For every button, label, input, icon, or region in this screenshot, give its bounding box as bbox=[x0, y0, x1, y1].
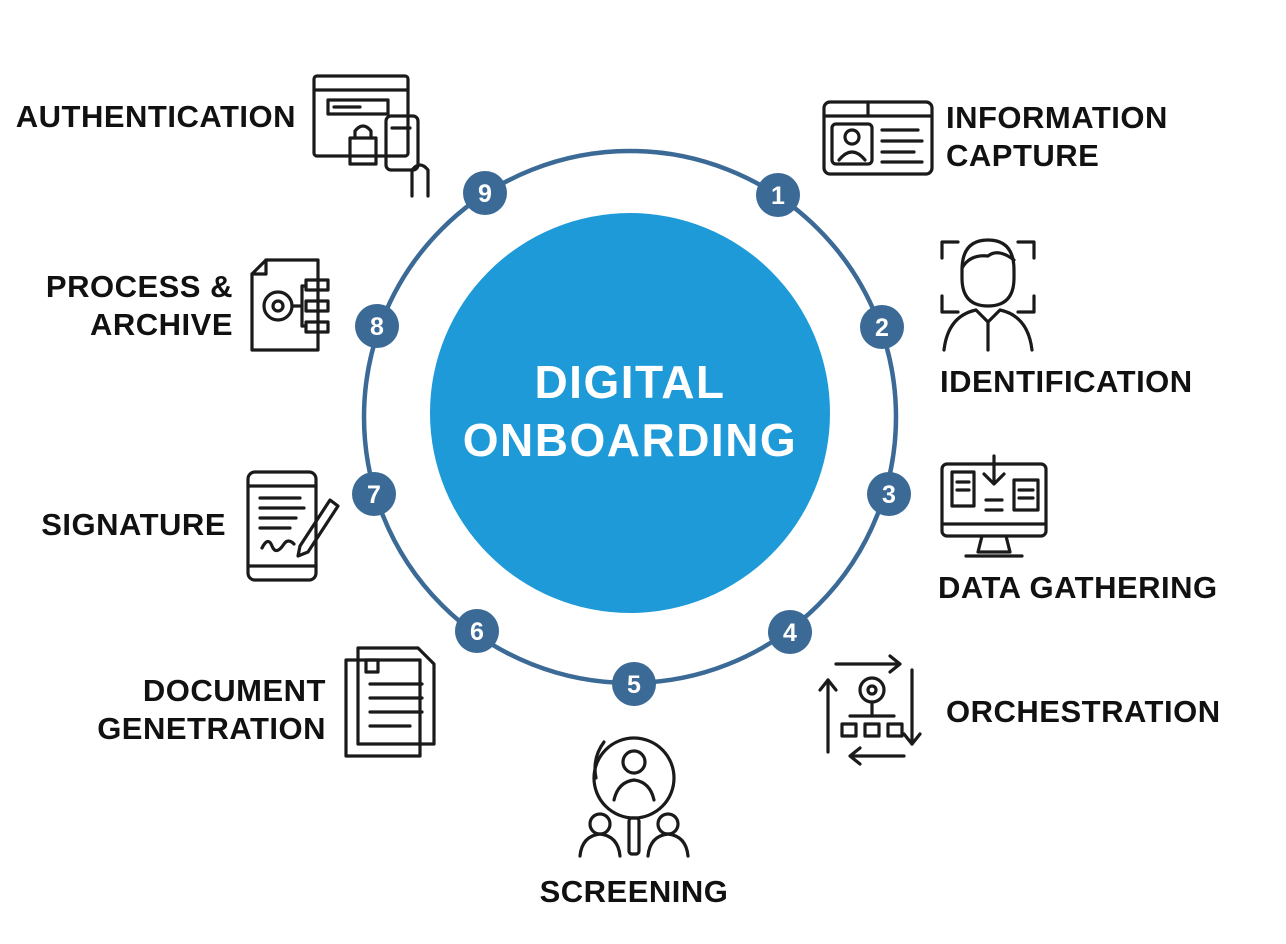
center-title-line1: DIGITAL bbox=[534, 356, 725, 408]
step-4-label: ORCHESTRATION bbox=[946, 694, 1221, 729]
step-3-label: DATA GATHERING bbox=[938, 570, 1218, 605]
step-1-label-line2: CAPTURE bbox=[946, 138, 1099, 173]
step-6-label-line1: DOCUMENT bbox=[143, 673, 326, 708]
svg-text:4: 4 bbox=[783, 619, 797, 647]
step-badge-4: 4 bbox=[768, 610, 812, 654]
step-badge-5: 5 bbox=[612, 662, 656, 706]
step-8-label-line2: ARCHIVE bbox=[90, 307, 233, 342]
svg-text:9: 9 bbox=[478, 180, 492, 208]
workflow-gear-icon bbox=[818, 654, 922, 766]
svg-text:5: 5 bbox=[627, 671, 641, 699]
step-7-label: SIGNATURE bbox=[41, 507, 226, 542]
file-gear-icon bbox=[250, 258, 330, 352]
browser-lock-phone-icon bbox=[312, 74, 430, 198]
id-card-icon bbox=[822, 100, 934, 176]
step-9-label: AUTHENTICATION bbox=[16, 99, 296, 134]
people-magnifier-icon bbox=[578, 736, 690, 858]
center-title-line2: ONBOARDING bbox=[463, 414, 797, 466]
svg-text:3: 3 bbox=[882, 481, 896, 509]
step-6-label-line2: GENETRATION bbox=[97, 711, 326, 746]
step-8-label-line1: PROCESS & bbox=[46, 269, 233, 304]
step-5-label: SCREENING bbox=[540, 874, 729, 909]
svg-text:1: 1 bbox=[771, 182, 785, 210]
step-1-label-line1: INFORMATION bbox=[946, 100, 1168, 135]
step-badge-6: 6 bbox=[455, 609, 499, 653]
svg-text:6: 6 bbox=[470, 618, 484, 646]
step-badge-3: 3 bbox=[867, 472, 911, 516]
svg-text:8: 8 bbox=[370, 313, 384, 341]
svg-text:7: 7 bbox=[367, 481, 381, 509]
step-badge-9: 9 bbox=[463, 171, 507, 215]
face-scan-icon bbox=[940, 238, 1036, 352]
step-badge-7: 7 bbox=[352, 472, 396, 516]
monitor-download-icon bbox=[940, 454, 1048, 558]
documents-stack-icon bbox=[344, 646, 436, 758]
phone-signature-icon bbox=[246, 470, 340, 582]
step-badge-8: 8 bbox=[355, 304, 399, 348]
step-badge-1: 1 bbox=[756, 173, 800, 217]
center-circle bbox=[430, 213, 830, 613]
svg-text:2: 2 bbox=[875, 314, 889, 342]
step-2-label: IDENTIFICATION bbox=[940, 364, 1193, 399]
step-badge-2: 2 bbox=[860, 305, 904, 349]
